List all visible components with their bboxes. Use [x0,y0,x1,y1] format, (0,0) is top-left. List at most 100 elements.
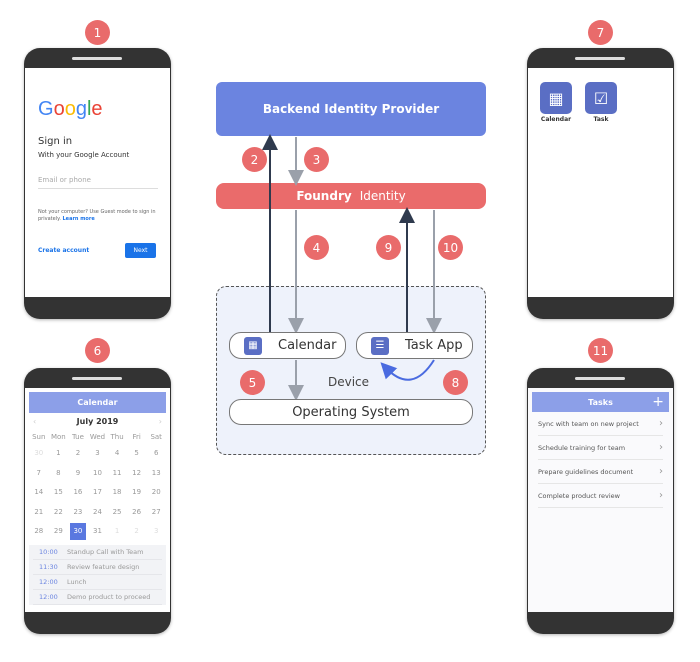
calendar-app-label: Calendar [540,116,572,123]
step-badge-11: 11 [588,338,613,363]
calendar-day[interactable]: 12 [132,468,142,477]
email-field[interactable]: Email or phone [38,176,158,189]
calendar-day[interactable]: 11 [112,468,122,477]
calendar-day[interactable]: 21 [34,507,44,516]
task-title: Complete product review [538,491,620,500]
task-row[interactable]: Sync with team on new project› [538,412,663,436]
calendar-day[interactable]: 2 [134,527,139,535]
task-app-icon[interactable]: ☑ Task [585,82,617,123]
chevron-right-icon: › [659,466,663,477]
create-account-link[interactable]: Create account [38,247,90,254]
calendar-day[interactable]: 20 [151,488,161,496]
tasks-header: Tasks + [532,392,669,412]
task-app-node: ☰ Task App [356,332,473,359]
phone-tasks: Tasks + Sync with team on new project›Sc… [527,368,674,634]
step-badge-4: 4 [304,235,329,260]
event-time: 12:00 [39,592,58,601]
task-title: Schedule training for team [538,443,626,452]
calendar-day[interactable]: 30 [34,449,44,457]
calendar-day[interactable]: 10 [93,468,102,477]
calendar-day[interactable]: 24 [93,507,102,516]
phone-signin: Google Sign in With your Google Account … [24,48,171,319]
calendar-day[interactable]: 1 [56,449,61,457]
add-task-button[interactable]: + [652,394,664,410]
phone-home: ▦ Calendar ☑ Task [527,48,674,319]
weekday-label: Thu [110,433,124,441]
weekday-label: Fri [132,433,141,441]
calendar-day[interactable]: 2 [75,449,81,457]
os-label: Operating System [292,404,410,420]
calendar-day[interactable]: 1 [114,527,120,535]
signin-title: Sign in [38,136,73,147]
calendar-day[interactable]: 6 [153,449,159,457]
task-row[interactable]: Schedule training for team › [538,436,663,460]
weekday-label: Tue [71,433,84,441]
calendar-day[interactable]: 9 [75,468,81,477]
checklist-icon: ☑ [585,82,617,114]
event-title: Lunch [67,577,87,586]
calendar-day[interactable]: 8 [56,468,61,477]
calendar-day[interactable]: 25 [112,507,122,516]
learn-more-link[interactable]: Learn more [62,216,95,222]
calendar-header: Calendar [29,392,166,413]
calendar-day[interactable]: 22 [53,507,63,516]
next-button[interactable]: Next [125,243,156,258]
tasks-title: Tasks [588,397,613,407]
event-row[interactable]: 12:00 Demo product to proceed [33,590,162,605]
calendar-day[interactable]: 31 [93,527,102,535]
calendar-day[interactable]: 15 [53,488,63,496]
task-title: Prepare guidelines document [538,467,634,476]
next-month-button[interactable]: › [158,417,162,426]
calendar-day[interactable]: 5 [134,449,139,457]
guest-note-text: Not your computer? Use Guest mode to sig… [38,209,156,222]
task-list: Sync with team on new project›Schedule t… [528,412,673,508]
event-title: Demo product to proceed [67,592,151,601]
calendar-day[interactable]: 3 [95,449,100,457]
prev-month-button[interactable]: ‹ [33,417,37,426]
calendar-day[interactable]: 29 [53,527,63,535]
calendar-day[interactable]: 4 [114,449,120,457]
calendar-day[interactable]: 3 [153,527,159,535]
event-time: 11:30 [39,562,58,571]
guest-note: Not your computer? Use Guest mode to sig… [38,209,163,223]
chevron-right-icon: › [659,442,663,453]
step-badge-9: 9 [376,235,401,260]
step-badge-6: 6 [85,338,110,363]
backend-identity-provider: Backend Identity Provider [216,82,486,136]
calendar-day[interactable]: 16 [73,488,83,496]
task-row[interactable]: Complete product review› [538,484,663,508]
checklist-icon: ☰ [371,336,389,355]
arrow-8 [380,359,435,381]
calendar-icon: ▦ [244,336,262,355]
calendar-day[interactable]: 19 [132,488,142,496]
calendar-day[interactable]: 7 [36,468,42,477]
step-badge-7: 7 [588,20,613,45]
event-time: 12:00 [39,577,58,586]
calendar-day[interactable]: 14 [34,488,44,496]
calendar-day[interactable]: 28 [34,527,44,535]
step-badge-3: 3 [304,147,329,172]
calendar-day[interactable]: 23 [73,507,83,516]
calendar-app-icon[interactable]: ▦ Calendar [540,82,572,123]
task-row[interactable]: Prepare guidelines document › [538,460,663,484]
calendar-day[interactable]: 17 [93,488,102,496]
calendar-day-selected[interactable]: 30 [70,523,86,540]
calendar-day[interactable]: 13 [151,468,161,477]
calendar-day[interactable]: 26 [132,507,142,516]
calendar-icon: ▦ [540,82,572,114]
identity-label: Identity [359,189,406,203]
weekday-label: Wed [89,433,106,441]
calendar-day[interactable]: 27 [151,507,161,516]
weekday-label: Sun [32,433,46,441]
device-container [216,286,486,455]
event-row[interactable]: 12:00 Lunch [33,575,162,590]
step-badge-10: 10 [438,235,463,260]
task-title: Sync with team on new project [538,419,639,428]
task-node-label: Task App [405,338,463,353]
calendar-day[interactable]: 18 [112,488,122,496]
step-badge-1: 1 [85,20,110,45]
